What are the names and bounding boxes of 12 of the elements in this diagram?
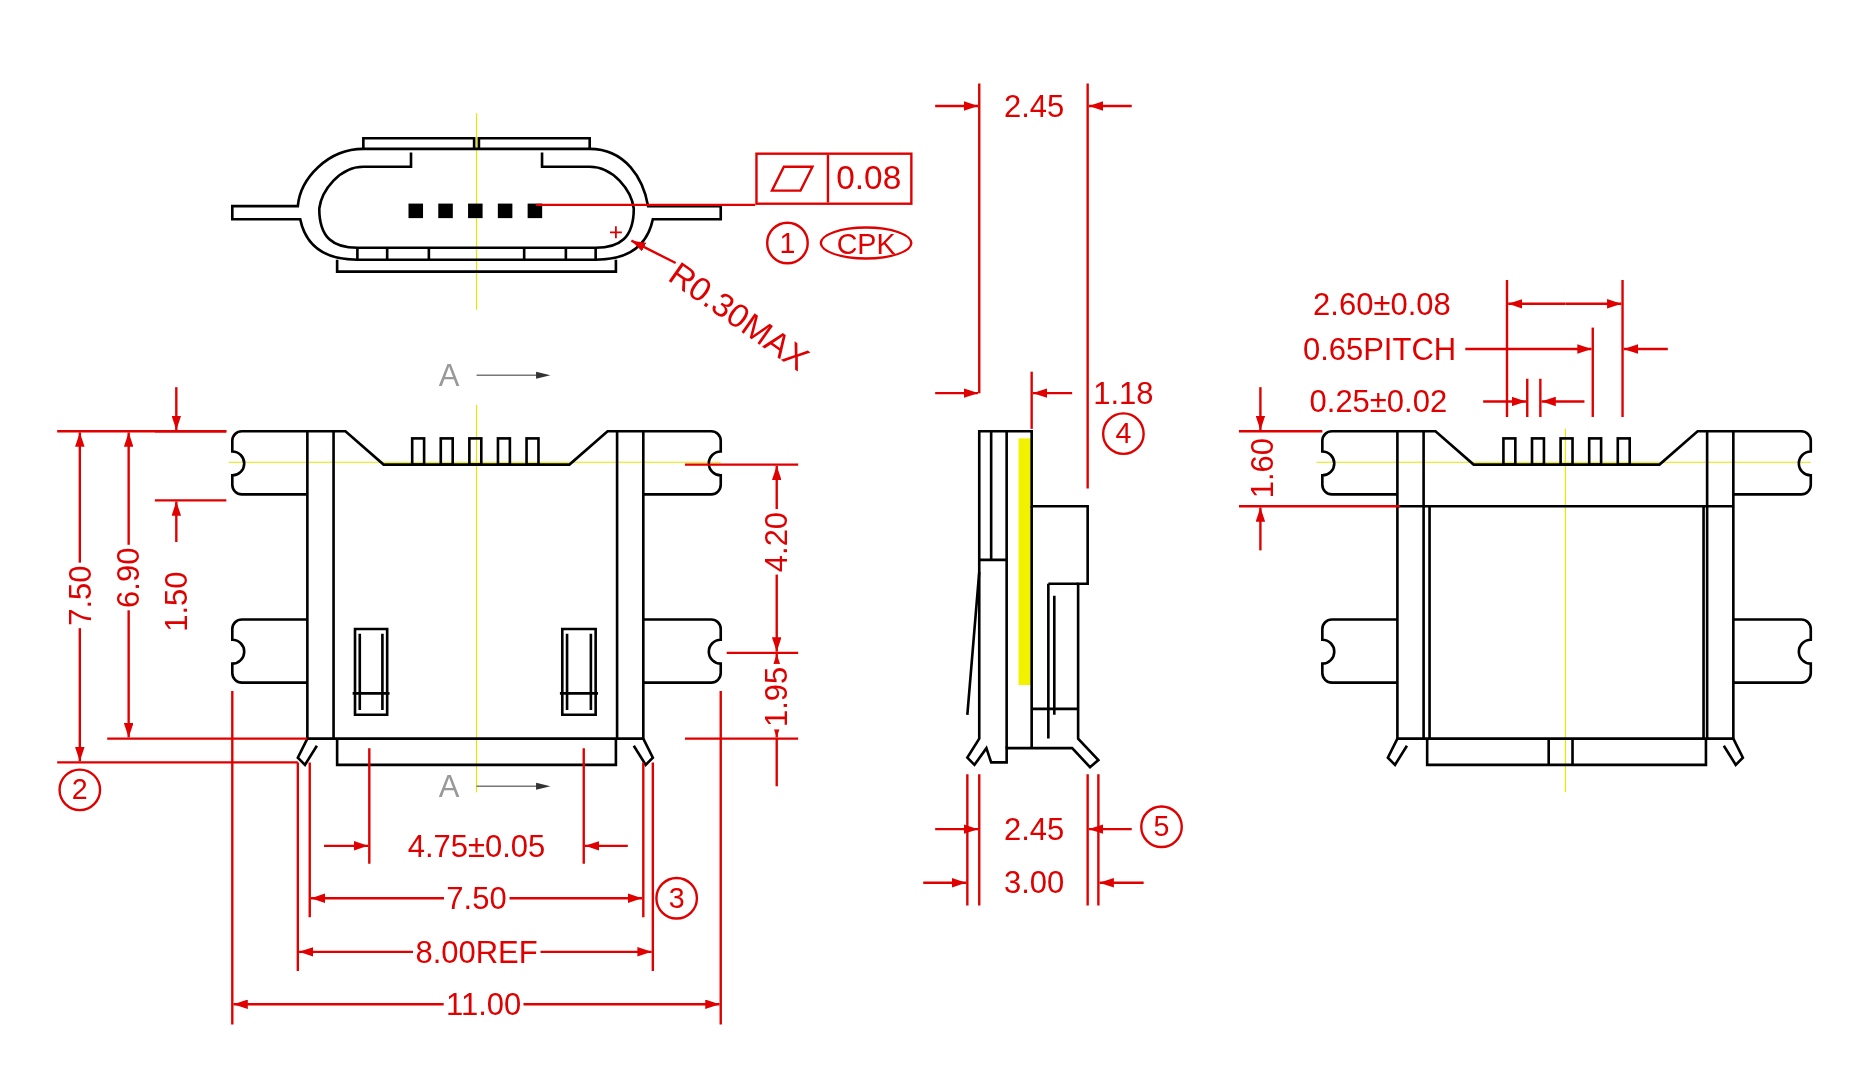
leader-line — [536, 203, 756, 207]
callout-number: 1 — [766, 221, 809, 265]
section-mark: A — [438, 358, 460, 392]
callout-number: 4 — [1101, 412, 1145, 456]
oval-label: CPK — [819, 226, 913, 260]
feature-control-frame — [755, 152, 913, 205]
section-mark: A — [438, 769, 460, 803]
callout-number: 3 — [655, 876, 699, 920]
tolerance-value: 0.08 — [835, 158, 903, 199]
callout-number: 5 — [1140, 805, 1183, 849]
callout-number: 2 — [58, 768, 102, 812]
leader-line — [630, 239, 677, 265]
